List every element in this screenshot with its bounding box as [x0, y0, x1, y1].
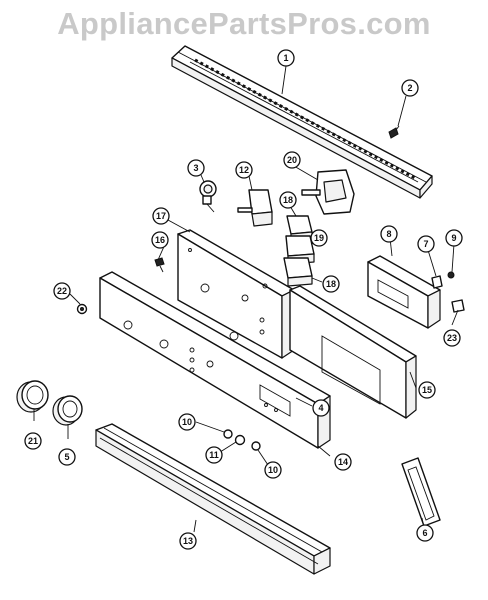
part-21-knob — [16, 380, 49, 413]
svg-text:1: 1 — [283, 53, 288, 63]
part-12-switch — [237, 189, 273, 227]
part-15-panel — [289, 285, 417, 419]
svg-text:12: 12 — [239, 165, 249, 175]
part-23-bracket — [451, 299, 465, 313]
part-5-knob — [52, 395, 83, 426]
callout-2: 2 — [401, 79, 419, 97]
svg-text:14: 14 — [338, 457, 348, 467]
svg-text:13: 13 — [183, 536, 193, 546]
svg-text:6: 6 — [422, 528, 427, 538]
callout-8: 8 — [380, 225, 398, 243]
svg-text:22: 22 — [57, 286, 67, 296]
svg-text:3: 3 — [193, 163, 198, 173]
callout-18-top: 18 — [279, 191, 297, 209]
callout-11: 11 — [205, 446, 223, 464]
callout-1: 1 — [277, 49, 295, 67]
svg-text:16: 16 — [155, 235, 165, 245]
callout-20: 20 — [283, 151, 301, 169]
part-8-display-module — [367, 255, 441, 329]
callout-5: 5 — [58, 448, 76, 466]
callout-10-left: 10 — [178, 413, 196, 431]
svg-text:20: 20 — [287, 155, 297, 165]
callout-7: 7 — [417, 235, 435, 253]
part-13-bottom-rail — [95, 423, 331, 575]
callout-17: 17 — [152, 207, 170, 225]
svg-text:8: 8 — [386, 229, 391, 239]
callout-15: 15 — [418, 381, 436, 399]
callout-3: 3 — [187, 159, 205, 177]
callout-13: 13 — [179, 532, 197, 550]
callout-23: 23 — [443, 329, 461, 347]
callout-18-bottom: 18 — [322, 275, 340, 293]
svg-text:19: 19 — [314, 233, 324, 243]
callout-19: 19 — [310, 229, 328, 247]
svg-text:23: 23 — [447, 333, 457, 343]
part-3 — [199, 180, 217, 213]
svg-text:5: 5 — [64, 452, 69, 462]
part-top-trim-rail — [171, 45, 433, 199]
part-20-control — [301, 169, 355, 215]
callout-16: 16 — [151, 231, 169, 249]
callout-12: 12 — [235, 161, 253, 179]
callout-14: 14 — [334, 453, 352, 471]
svg-text:4: 4 — [318, 403, 323, 413]
callout-10-right: 10 — [264, 461, 282, 479]
part-14-front-panel — [99, 271, 331, 449]
part-7-clip — [431, 275, 443, 289]
callout-6: 6 — [416, 524, 434, 542]
part-6-frame — [401, 457, 441, 527]
part-18-19-modules — [283, 215, 315, 287]
svg-text:7: 7 — [423, 239, 428, 249]
part-nut-22 — [76, 303, 88, 315]
part-screw-16 — [154, 257, 165, 273]
svg-text:2: 2 — [407, 83, 412, 93]
svg-text:15: 15 — [422, 385, 432, 395]
svg-text:18: 18 — [283, 195, 293, 205]
callout-4: 4 — [312, 399, 330, 417]
svg-text:21: 21 — [28, 436, 38, 446]
svg-text:9: 9 — [451, 233, 456, 243]
watermark: AppliancePartsPros.com — [57, 6, 431, 41]
callout-21: 21 — [24, 432, 42, 450]
svg-text:17: 17 — [156, 211, 166, 221]
svg-text:10: 10 — [182, 417, 192, 427]
svg-text:18: 18 — [326, 279, 336, 289]
part-screw-2 — [388, 125, 400, 139]
svg-text:10: 10 — [268, 465, 278, 475]
callout-22: 22 — [53, 282, 71, 300]
callout-9: 9 — [445, 229, 463, 247]
part-10-11-buttons — [223, 429, 261, 451]
svg-text:11: 11 — [209, 450, 219, 460]
part-screw-9 — [447, 271, 455, 279]
